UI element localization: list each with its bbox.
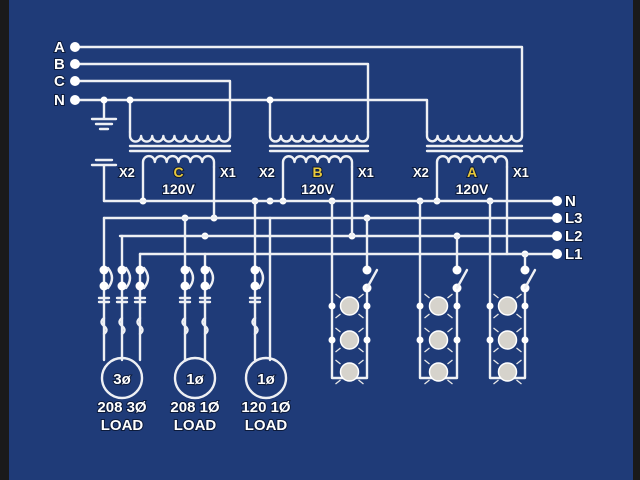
switch-icon: [365, 268, 379, 290]
load-rating: 208 3Ø: [97, 399, 147, 416]
lamp-icon: [339, 362, 360, 382]
terminal-dots-source: [70, 42, 274, 105]
ground-icon-secondary: [90, 158, 118, 203]
primary-winding: [425, 130, 524, 143]
motor-120-1ph: 1ø 120 1Ø LOAD: [240, 356, 292, 435]
output-label-l2: L2: [565, 228, 583, 245]
terminal-x1: X1: [513, 165, 529, 180]
lamp-icon: [428, 330, 449, 350]
load-rating: 120 1Ø: [241, 399, 291, 416]
phase-label: A: [467, 164, 477, 180]
lamp-icon: [428, 296, 449, 316]
load-rating: 208 1Ø: [170, 399, 220, 416]
lamp-icon: [339, 330, 360, 350]
switch-icon: [523, 268, 537, 290]
terminal-label-a: A: [54, 39, 65, 56]
phase-label: B: [312, 164, 322, 180]
motor-208-1ph: 1ø 208 1Ø LOAD: [169, 356, 221, 435]
output-label-l3: L3: [565, 210, 583, 227]
core: [128, 144, 232, 153]
phase-label: C: [173, 164, 183, 180]
voltage-label: 120V: [301, 181, 334, 197]
voltage-label: 120V: [162, 181, 195, 197]
load-label: LOAD: [101, 417, 144, 434]
lamp-icon: [339, 296, 360, 316]
secondary-winding: [281, 155, 354, 203]
switch-icon: [455, 268, 469, 290]
lighting-circuits: [328, 199, 537, 385]
lamp-icon: [497, 296, 518, 316]
circuit-breaker: [97, 265, 114, 336]
lamp-circuit: [486, 199, 537, 385]
load-label: LOAD: [245, 417, 288, 434]
motor-symbol: 3ø: [113, 371, 131, 388]
terminal-label-n: N: [54, 92, 65, 109]
core: [425, 144, 524, 153]
voltage-label: 120V: [456, 181, 489, 197]
motor-symbol: 1ø: [186, 371, 204, 388]
secondary-buses: [102, 165, 559, 256]
terminal-label-b: B: [54, 56, 65, 73]
breakers: [97, 265, 265, 336]
circuit-breaker: [115, 265, 132, 336]
secondary-winding: [435, 154, 509, 203]
core: [268, 144, 370, 153]
lamp-circuit: [416, 199, 469, 385]
circuit-breaker: [198, 265, 215, 336]
terminal-x2: X2: [259, 165, 275, 180]
primary-wiring: [73, 45, 524, 134]
terminal-x1: X1: [220, 165, 236, 180]
circuit-breaker: [178, 265, 195, 336]
right-border: [633, 0, 640, 480]
lamp-icon: [428, 362, 449, 382]
motor-3ph: 3ø 208 3Ø LOAD: [96, 356, 148, 435]
terminal-x1: X1: [358, 165, 374, 180]
output-label-n: N: [565, 193, 576, 210]
output-terminal-dots: [552, 196, 562, 259]
load-label: LOAD: [174, 417, 217, 434]
lamp-icon: [497, 330, 518, 350]
circuit-breaker: [133, 265, 150, 336]
secondary-winding: [141, 154, 216, 203]
left-border: [0, 0, 9, 480]
primary-winding: [128, 130, 232, 143]
ground-icon-primary: [90, 117, 118, 131]
terminal-x2: X2: [119, 165, 135, 180]
circuit-breaker: [248, 265, 265, 336]
terminal-x2: X2: [413, 165, 429, 180]
motor-symbol: 1ø: [257, 371, 275, 388]
terminal-label-c: C: [54, 73, 65, 90]
lamp-circuit: [328, 199, 379, 385]
output-label-l1: L1: [565, 246, 583, 263]
lamp-icon: [497, 362, 518, 382]
primary-winding: [268, 130, 370, 143]
